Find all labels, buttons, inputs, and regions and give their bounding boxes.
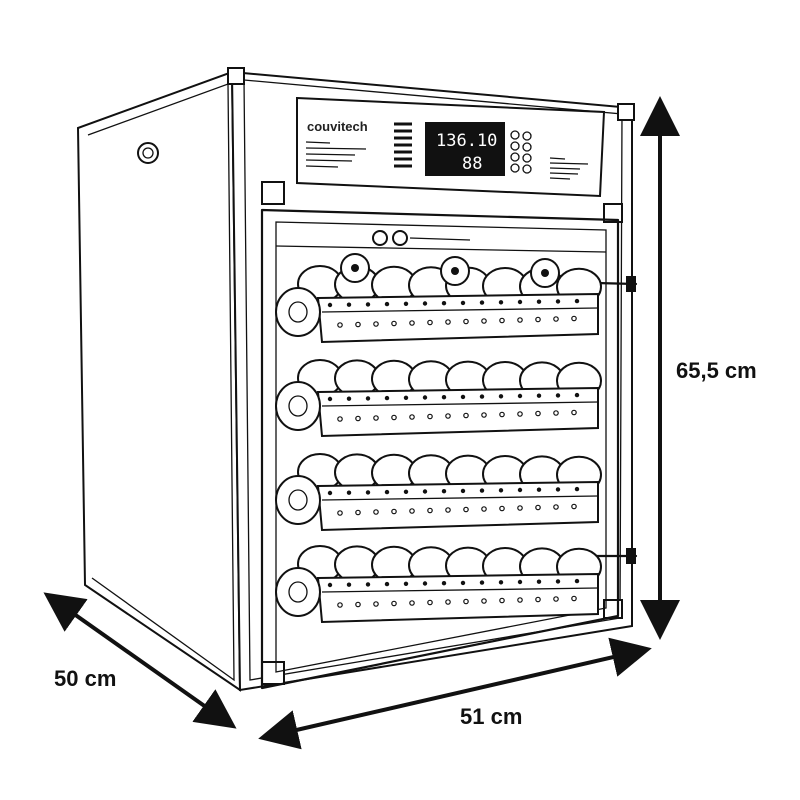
egg-trays bbox=[275, 265, 602, 624]
display-temperature: 136.10 bbox=[436, 131, 497, 151]
tray-roller bbox=[275, 567, 321, 617]
display-humidity: 88 bbox=[462, 154, 482, 174]
control-panel: couvitech 136.10 88 bbox=[296, 96, 606, 198]
door-handle[interactable] bbox=[594, 276, 638, 564]
tray-roller bbox=[275, 381, 321, 431]
height-label: 65,5 cm bbox=[676, 358, 757, 383]
fans bbox=[340, 253, 560, 288]
tray-roller bbox=[275, 287, 321, 337]
egg-tray bbox=[275, 453, 602, 532]
lcd-display bbox=[425, 122, 505, 176]
vent-grille bbox=[394, 122, 412, 168]
depth-arrow bbox=[43, 592, 237, 729]
width-label: 51 cm bbox=[460, 704, 523, 729]
tray-roller bbox=[275, 475, 321, 525]
egg-tray bbox=[275, 359, 602, 438]
egg-tray bbox=[275, 545, 602, 624]
width-arrow bbox=[258, 637, 652, 750]
vent-knob-icon bbox=[137, 142, 159, 164]
side-panel bbox=[76, 70, 242, 692]
glass-door[interactable] bbox=[260, 208, 620, 690]
control-buttons[interactable] bbox=[510, 130, 532, 174]
brand-logo: couvitech bbox=[307, 119, 368, 134]
depth-label: 50 cm bbox=[54, 666, 117, 691]
